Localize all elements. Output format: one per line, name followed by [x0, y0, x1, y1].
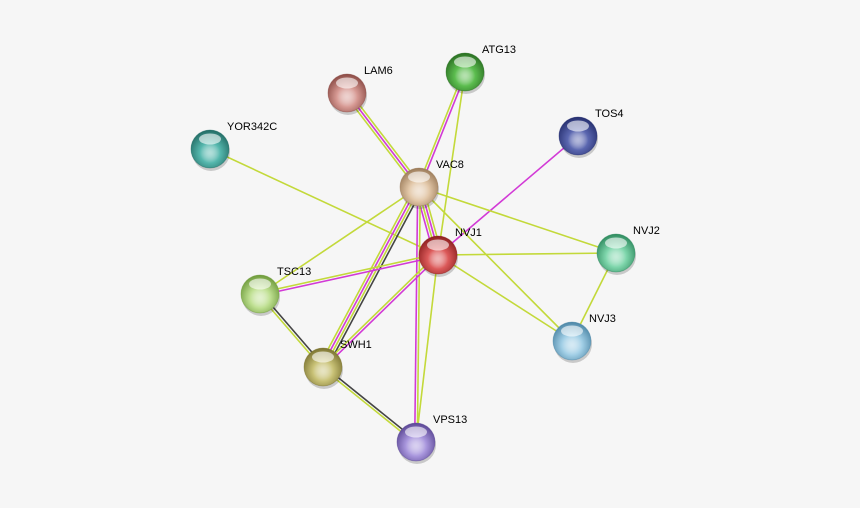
- edge-line-yellow: [417, 71, 465, 187]
- node-label: TSC13: [277, 266, 311, 278]
- edge-nvj1-swh1[interactable]: [321, 253, 440, 369]
- edge-atg13-vac8[interactable]: [417, 71, 467, 188]
- node-label: VPS13: [433, 414, 467, 426]
- node-yor342c[interactable]: YOR342C: [190, 121, 277, 171]
- node-highlight: [408, 171, 430, 183]
- edge-yor342c-nvj1[interactable]: [209, 148, 439, 256]
- node-label: TOS4: [595, 108, 624, 120]
- edge-nvj1-nvj3[interactable]: [437, 254, 573, 342]
- node-highlight: [561, 325, 583, 337]
- edge-line-yellow: [418, 186, 617, 254]
- node-highlight: [454, 56, 476, 68]
- edge-line-yellow: [348, 90, 422, 186]
- edge-line-magenta: [437, 135, 579, 256]
- node-highlight: [312, 351, 334, 363]
- edge-line-magenta: [260, 255, 439, 297]
- edge-nvj1-nvj2[interactable]: [437, 252, 617, 256]
- edge-line-yellow: [259, 186, 420, 295]
- node-label: SWH1: [340, 339, 372, 351]
- node-label: LAM6: [364, 65, 393, 77]
- edge-line-magenta: [321, 186, 419, 367]
- node-highlight: [405, 426, 427, 438]
- edge-line-magenta: [413, 186, 419, 442]
- node-nvj1[interactable]: NVJ1: [418, 227, 482, 277]
- edge-nvj1-tsc13[interactable]: [259, 252, 439, 297]
- edge-line-yellow: [437, 252, 617, 256]
- edge-line-yellow: [437, 254, 573, 342]
- edge-vac8-nvj3[interactable]: [418, 186, 573, 342]
- edge-line-yellow: [344, 94, 418, 190]
- edge-line-yellow: [321, 367, 416, 444]
- node-highlight: [427, 239, 449, 251]
- edge-nvj1-vps13[interactable]: [415, 254, 439, 443]
- edge-line-magenta: [419, 72, 467, 188]
- node-nvj3[interactable]: NVJ3: [552, 313, 616, 363]
- node-label: NVJ1: [455, 227, 482, 239]
- node-label: NVJ3: [589, 313, 616, 325]
- node-vac8[interactable]: VAC8: [399, 159, 464, 209]
- edge-lam6-vac8[interactable]: [344, 90, 422, 190]
- node-highlight: [567, 120, 589, 132]
- node-highlight: [249, 278, 271, 290]
- edge-vac8-nvj2[interactable]: [418, 186, 617, 254]
- edge-vac8-tsc13[interactable]: [259, 186, 420, 295]
- edge-line-dark: [325, 188, 424, 370]
- edge-line-yellow: [418, 186, 573, 342]
- node-nvj2[interactable]: NVJ2: [596, 225, 660, 275]
- edge-vac8-swh1[interactable]: [318, 184, 424, 370]
- node-label: YOR342C: [227, 121, 277, 133]
- edge-swh1-vps13[interactable]: [321, 365, 418, 444]
- edge-line-magenta: [346, 92, 420, 188]
- edge-tos4-nvj1[interactable]: [437, 135, 579, 256]
- edge-line-yellow: [323, 187, 421, 368]
- edge-line-yellow: [259, 252, 438, 294]
- edge-atg13-nvj1[interactable]: [437, 71, 466, 256]
- edge-line-yellow: [209, 148, 439, 256]
- node-label: NVJ2: [633, 225, 660, 237]
- edge-line-yellow: [416, 187, 422, 443]
- edge-line-yellow: [321, 253, 438, 367]
- edge-line-magenta: [323, 255, 440, 369]
- node-highlight: [336, 77, 358, 89]
- node-tos4[interactable]: TOS4: [558, 108, 624, 158]
- edge-vac8-vps13[interactable]: [413, 186, 422, 443]
- node-tsc13[interactable]: TSC13: [240, 266, 311, 316]
- node-highlight: [605, 237, 627, 249]
- node-atg13[interactable]: ATG13: [445, 44, 516, 94]
- node-label: ATG13: [482, 44, 516, 56]
- node-vps13[interactable]: VPS13: [396, 414, 467, 464]
- node-lam6[interactable]: LAM6: [327, 65, 393, 115]
- node-label: VAC8: [436, 159, 464, 171]
- node-highlight: [199, 133, 221, 145]
- edge-line-yellow: [415, 254, 439, 443]
- edge-line-dark: [323, 365, 418, 442]
- node-swh1[interactable]: SWH1: [303, 339, 372, 389]
- edge-line-yellow: [318, 184, 417, 366]
- edge-line-yellow: [437, 71, 466, 256]
